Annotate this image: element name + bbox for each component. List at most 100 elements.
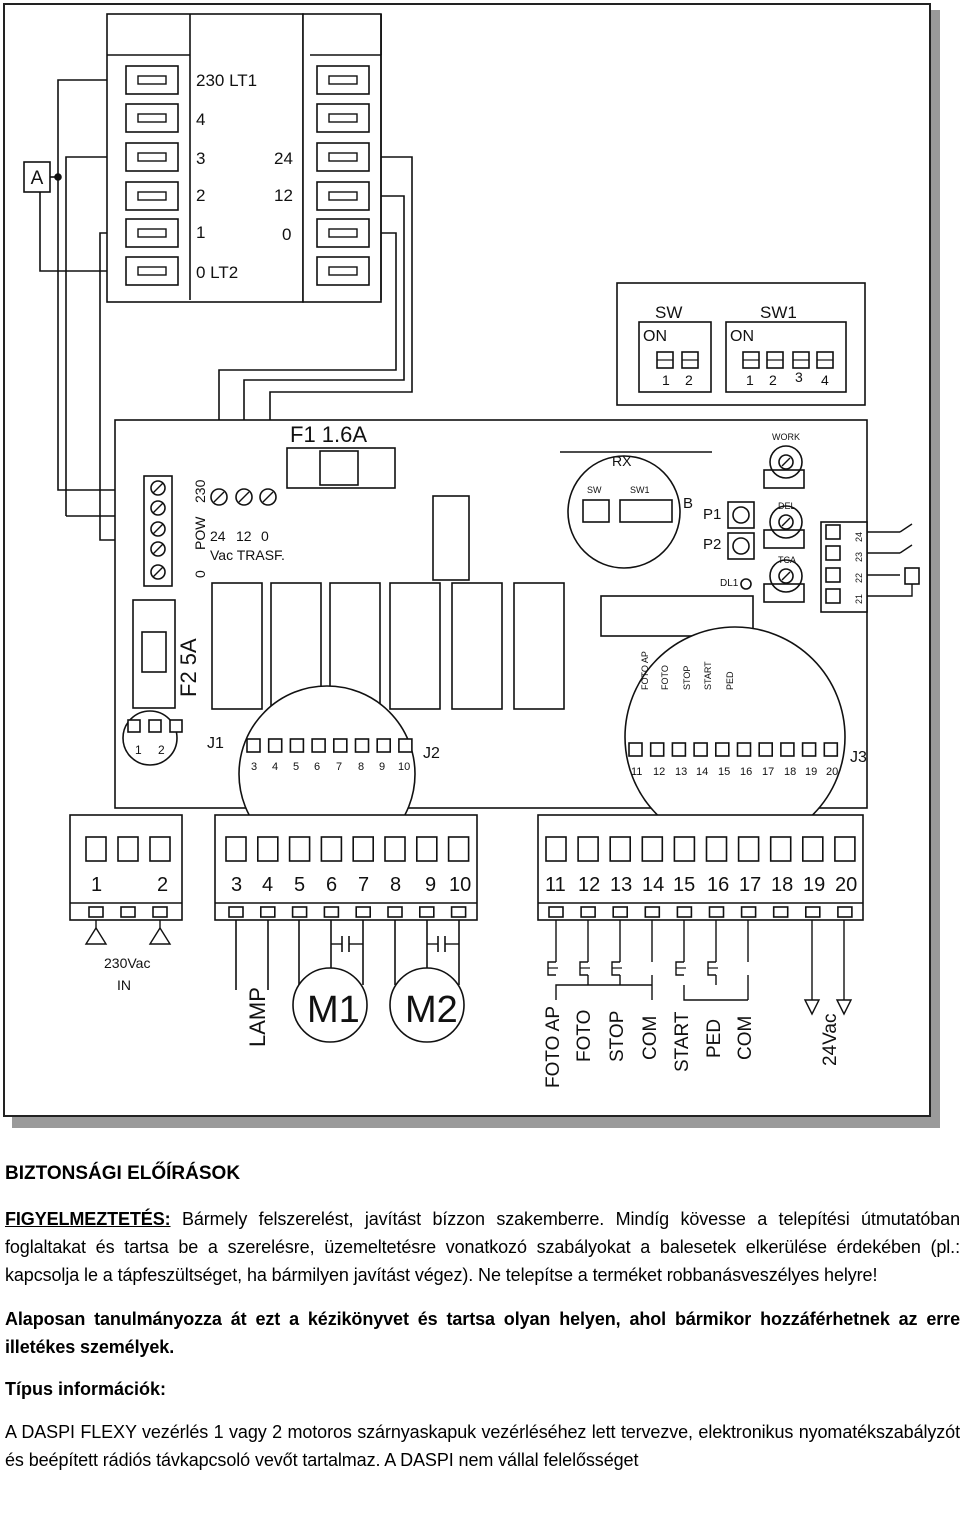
sw1-num-2: 2: [769, 372, 777, 388]
j3-label: J3: [850, 749, 867, 766]
terminal-block-motors-screw: [256, 836, 279, 862]
transformer-terminal-slot: [328, 113, 358, 123]
terminal-block-motors-screw: [320, 836, 343, 862]
trasf-num-12: 12: [236, 528, 252, 544]
j3-num-17: 17: [762, 766, 774, 778]
j2-num-7: 7: [336, 761, 342, 773]
wire: [65, 156, 126, 516]
terminal-block-controls: [537, 814, 864, 921]
led-label-foto-ap: FOTO AP: [640, 651, 650, 690]
block3-num-14: 14: [642, 874, 664, 896]
terminal-block-input-screw: [117, 836, 139, 862]
sw-num-1: 1: [662, 372, 670, 388]
block2-num-10: 10: [449, 874, 471, 896]
transformer-terminal-slot: [137, 228, 167, 238]
rx-sw: [582, 499, 610, 523]
j3-highlight-circle: [624, 626, 846, 848]
terminal-block-controls-screw: [737, 836, 760, 862]
block3-numbers: 11 12 13 14 15 16 17 18 19 20: [545, 874, 857, 896]
bottom-label-ped: PED: [704, 1019, 725, 1058]
j2-pin: [246, 738, 261, 753]
screw-slot: [152, 566, 164, 578]
block3-num-18: 18: [771, 874, 793, 896]
wire: [900, 584, 913, 597]
mini-terminal: [825, 567, 841, 583]
terminal-block-controls-screw: [641, 836, 664, 862]
pow-230-label: 230: [192, 479, 208, 503]
wiring-diagram: A 230 LT1 4 3 2 1 0 LT2 24 12 0 SW ON 1 …: [3, 3, 940, 1128]
j2-numbers: 3 4 5 6 7 8 9 10: [251, 761, 410, 773]
work-label: WORK: [772, 432, 800, 442]
pow-0-label: 0: [192, 570, 208, 578]
j1-label: J1: [207, 735, 224, 752]
wires: [39, 14, 845, 1005]
terminal-block-motors-screw: [352, 836, 375, 862]
j1-pin: [169, 719, 183, 733]
sw1-title: SW1: [760, 303, 797, 322]
relay: [432, 495, 470, 581]
block2-num-7: 7: [358, 874, 369, 896]
led-label-ped: PED: [725, 671, 735, 690]
terminal-block-motors-screw: [384, 836, 406, 862]
transformer-label-1: 1: [196, 223, 205, 242]
block3-num-17: 17: [739, 874, 761, 896]
j2-pin: [311, 738, 326, 753]
sw-panel: [638, 321, 712, 393]
p2-button-knob: [732, 537, 750, 555]
transformer-terminal-slot: [137, 113, 167, 123]
b-label: B: [683, 495, 693, 512]
wire: [39, 177, 126, 272]
terminal-block-motors-slot: [387, 906, 403, 918]
block2-num-9: 9: [425, 874, 436, 896]
m1-label: M1: [307, 989, 360, 1031]
warning-label: FIGYELMEZTETÉS:: [5, 1209, 171, 1229]
transformer-terminal-slot: [328, 266, 358, 276]
screw-slot: [213, 491, 225, 503]
j2-num-8: 8: [358, 761, 364, 773]
relay: [389, 582, 441, 710]
j1-pin: [148, 719, 162, 733]
transformer-terminal-slot: [137, 266, 167, 276]
terminal-block-controls-slot: [804, 906, 821, 918]
terminal-block-controls-slot: [837, 906, 853, 918]
warning-body: Bármely felszerelést, javítást bízzon sz…: [5, 1209, 960, 1285]
transformer-label-2: 2: [196, 186, 205, 205]
mini-term-23: 23: [854, 552, 864, 562]
type-heading: Típus információk:: [5, 1379, 167, 1399]
wire: [218, 232, 397, 490]
wire-junction: [54, 173, 62, 181]
j1-num-2: 2: [158, 743, 165, 757]
block2-num-4: 4: [262, 874, 273, 896]
sw1-num-4: 4: [821, 372, 829, 388]
wire: [57, 79, 126, 177]
transformer-terminal-slot: [328, 191, 358, 201]
transformer-label-0: 0: [282, 225, 291, 244]
fuse-f2-body: [141, 631, 167, 673]
transformer-label-230lt1: 230 LT1: [196, 71, 257, 90]
motor-m2: [389, 967, 465, 1043]
terminal-block-input: [69, 814, 183, 921]
terminal-block-input-slot: [152, 906, 168, 918]
wire: [243, 195, 405, 490]
input-arrow: [148, 926, 172, 945]
block1-num-2: 2: [157, 874, 168, 896]
terminal-block-motors-slot: [291, 906, 308, 918]
j1-highlight-circle: [122, 710, 178, 766]
terminal-block-controls-screw: [705, 836, 728, 862]
block1-num-1: 1: [91, 874, 102, 896]
box-a: [23, 161, 51, 193]
rx-label: RX: [612, 453, 632, 469]
terminal-block-motors-slot: [323, 906, 340, 918]
j3-num-14: 14: [696, 766, 708, 778]
screw-slot: [152, 523, 164, 535]
j3-pin: [801, 742, 817, 757]
j3-pin: [758, 742, 774, 757]
led-label-foto: FOTO: [660, 665, 670, 690]
led-label-stop: STOP: [682, 666, 692, 690]
motor-m1: [292, 967, 368, 1043]
safety-text: BIZTONSÁGI ELŐÍRÁSOK FIGYELMEZTETÉS: Bár…: [5, 1163, 960, 1490]
relay: [451, 582, 503, 710]
block2-num-6: 6: [326, 874, 337, 896]
switch-contact: [899, 523, 913, 533]
j1-pin: [127, 719, 141, 733]
